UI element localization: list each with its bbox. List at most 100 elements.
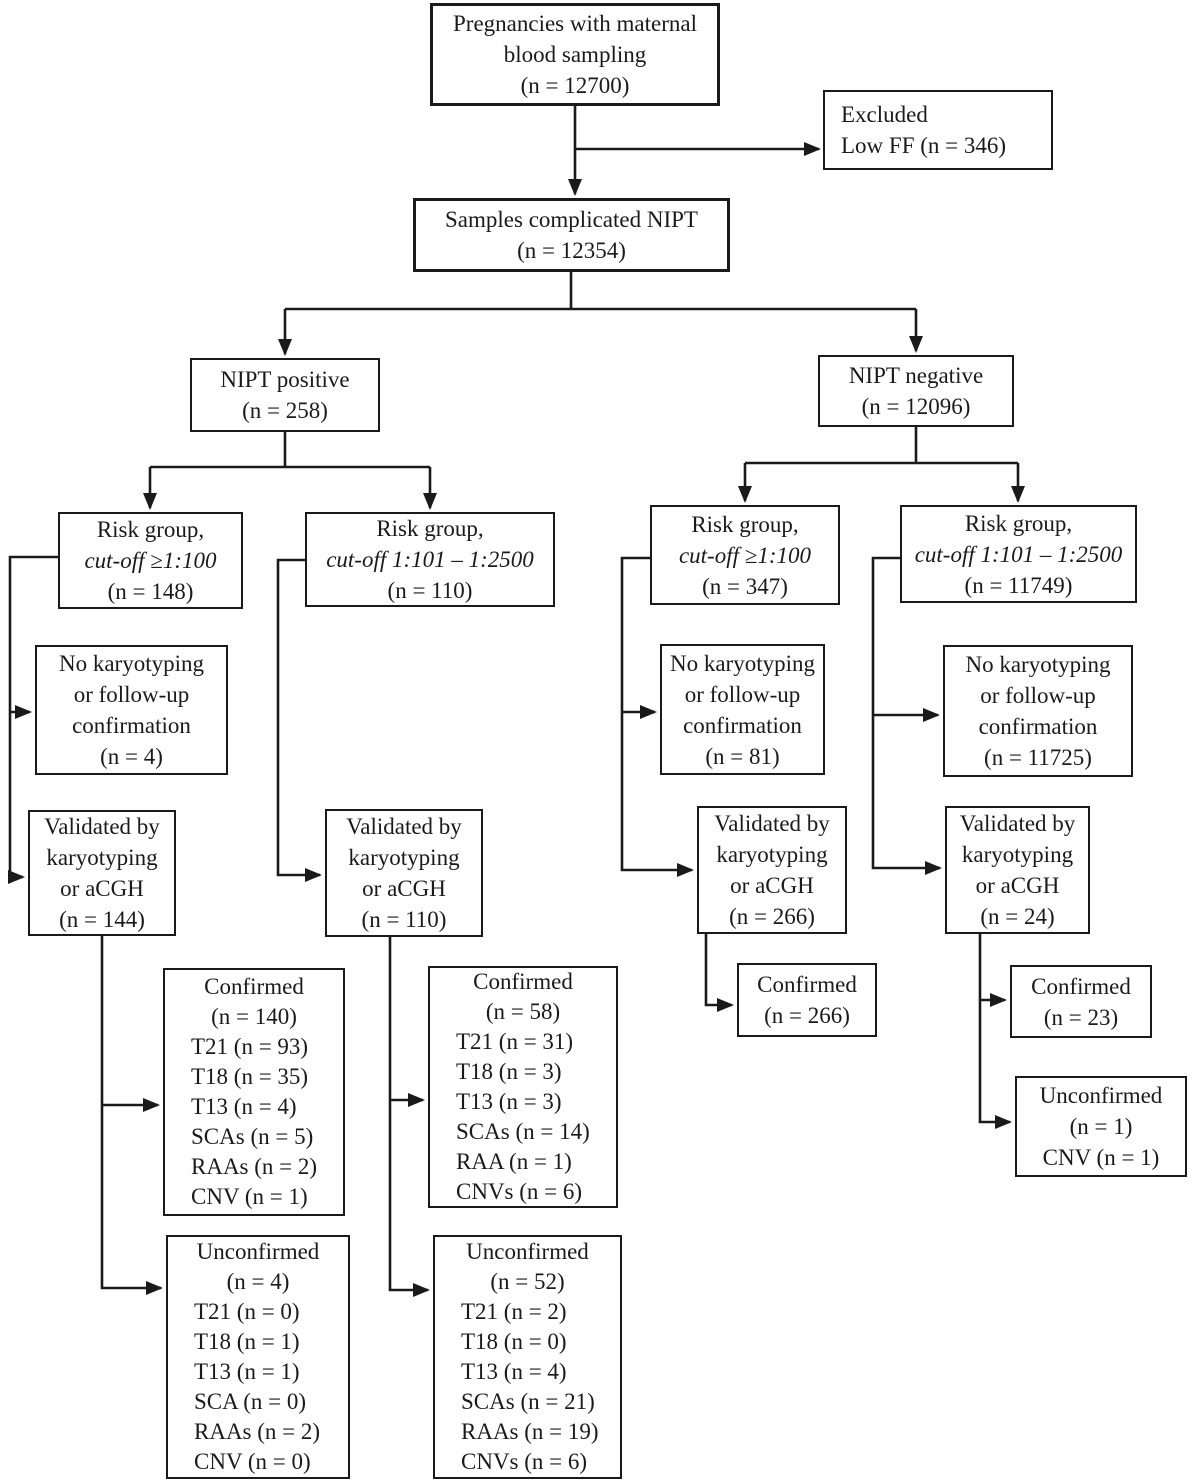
text-line: (n = 24) — [980, 904, 1055, 929]
text-line: Confirmed — [473, 969, 573, 994]
text-line: SCA (n = 0) — [194, 1389, 307, 1414]
text-line: T18 (n = 3) — [456, 1059, 562, 1084]
text-line: SCAs (n = 5) — [191, 1124, 314, 1149]
text-line: Risk group, — [96, 517, 205, 542]
connector — [100, 936, 163, 1295]
text-line: (n = 110) — [387, 578, 473, 603]
text-line: (n = 12096) — [861, 394, 971, 419]
text-line: T21 (n = 0) — [194, 1299, 300, 1324]
text-line: NIPT negative — [848, 363, 984, 388]
text-line: Low FF (n = 346) — [841, 133, 1007, 158]
node-no-karyotyping-neg-high: No karyotyping or follow-up confirmation (n… — [660, 644, 825, 775]
text-line: confirmation — [72, 713, 191, 738]
node-risk-high-pos: Risk group, cut-off ≥1:100 (n = 148) — [58, 512, 243, 609]
node-unconfirmed-neg-low: Unconfirmed(n = 1)CNV (n = 1) — [1015, 1076, 1187, 1177]
connector — [8, 555, 58, 884]
connector — [978, 934, 1012, 1129]
text-line: CNVs (n = 6) — [456, 1179, 583, 1204]
text-line: (n = 11749) — [964, 572, 1073, 598]
text-line: cut-off ≥1:100 — [84, 548, 217, 573]
text-line: T13 (n = 3) — [456, 1089, 562, 1114]
node-no-karyotyping-pos-high: No karyotyping or follow-up confirmation (n… — [35, 645, 228, 775]
text-line: (n = 4) — [100, 744, 163, 769]
connector — [871, 556, 942, 875]
text-line: T13 (n = 4) — [461, 1359, 567, 1384]
text-line: Validated by — [714, 811, 830, 836]
connector — [276, 558, 322, 882]
text-line: blood sampling — [503, 42, 647, 67]
connector — [388, 937, 430, 1297]
text-line: CNVs (n = 6) — [461, 1449, 588, 1474]
text-line: (n = 81) — [705, 743, 780, 769]
text-line: Validated by — [44, 814, 160, 839]
node-risk-low-neg: Risk group,cut-off 1:101 – 1:2500(n = 11… — [900, 505, 1137, 603]
text-line: or follow-up — [684, 681, 801, 707]
text-line: confirmation — [978, 714, 1098, 739]
text-line: (n = 12700) — [520, 73, 630, 98]
text-line: RAAs (n = 19) — [461, 1419, 599, 1444]
text-line: cut-off ≥1:100 — [678, 542, 812, 568]
text-line: Unconfirmed — [1039, 1083, 1163, 1108]
node-risk-low-pos: Risk group,cut-off 1:101 – 1:2500(n = 11… — [305, 512, 555, 607]
text-line: RAAs (n = 2) — [191, 1154, 318, 1179]
text-line: Samples complicated NIPT — [445, 207, 698, 232]
node-confirmed-neg-low: Confirmed(n = 23) — [1010, 965, 1152, 1038]
text-line: Pregnancies with maternal — [453, 11, 697, 36]
text-line: SCAs (n = 14) — [456, 1119, 590, 1144]
text-line: or follow-up — [73, 682, 190, 707]
text-line: T21 (n = 93) — [191, 1034, 309, 1059]
text-line: or follow-up — [980, 683, 1096, 708]
text-line: or aCGH — [60, 876, 144, 901]
text-line: or aCGH — [730, 873, 814, 898]
connector — [620, 556, 694, 877]
text-line: karyotyping — [961, 842, 1074, 867]
text-line: Excluded — [841, 102, 928, 127]
text-line: No karyotyping — [669, 650, 815, 676]
text-line: Unconfirmed — [196, 1239, 320, 1264]
text-line: NIPT positive — [220, 367, 350, 392]
text-line: T18 (n = 35) — [191, 1064, 309, 1089]
node-nipt-negative: NIPT negative (n = 12096) — [818, 355, 1014, 427]
text-line: Confirmed — [757, 972, 857, 997]
text-line: (n = 4) — [226, 1269, 290, 1294]
text-line: Confirmed — [204, 974, 304, 999]
node-validated-neg-low: Validated by karyotyping or aCGH (n = 24) — [945, 806, 1090, 934]
node-unconfirmed-pos-high: Unconfirmed (n = 4) T21 (n = 0) T18 (n = 1)… — [166, 1235, 350, 1479]
text-line: T21 (n = 2) — [461, 1299, 567, 1324]
text-line: (n = 58) — [485, 999, 561, 1024]
text-line: (n = 258) — [242, 398, 328, 423]
text-line: (n = 347) — [702, 573, 788, 599]
text-line: (n = 52) — [490, 1269, 565, 1294]
text-line: (n = 144) — [59, 907, 145, 932]
text-line: Validated by — [346, 814, 462, 839]
text-line: T18 (n = 1) — [194, 1329, 300, 1354]
text-line: (n = 12354) — [517, 238, 626, 263]
text-line: confirmation — [683, 712, 802, 738]
text-line: cut-off 1:101 – 1:2500 — [914, 541, 1123, 567]
node-confirmed-pos-high: Confirmed(n = 140)T21 (n = 93)T18 (n = 3… — [163, 968, 345, 1216]
text-line: Validated by — [959, 811, 1076, 836]
text-line: CNV (n = 1) — [191, 1184, 308, 1209]
text-line: Unconfirmed — [466, 1239, 589, 1264]
node-samples: Samples complicated NIPT (n = 12354) — [413, 198, 730, 272]
text-line: or aCGH — [362, 876, 446, 901]
text-line: (n = 266) — [729, 904, 815, 929]
text-line: (n = 110) — [361, 907, 447, 932]
node-confirmed-neg-high: Confirmed(n = 266) — [737, 963, 877, 1037]
text-line: karyotyping — [46, 845, 158, 870]
node-nipt-positive: NIPT positive (n = 258) — [190, 358, 380, 432]
text-line: CNV (n = 1) — [1042, 1145, 1160, 1170]
text-line: No karyotyping — [58, 651, 204, 676]
text-line: (n = 148) — [107, 579, 194, 604]
text-line: or aCGH — [975, 873, 1060, 898]
text-line: T13 (n = 1) — [194, 1359, 300, 1384]
text-line: Confirmed — [1031, 973, 1131, 999]
connector — [704, 934, 734, 1012]
node-validated-pos-high: Validated by karyotyping or aCGH (n = 144) — [28, 810, 176, 936]
